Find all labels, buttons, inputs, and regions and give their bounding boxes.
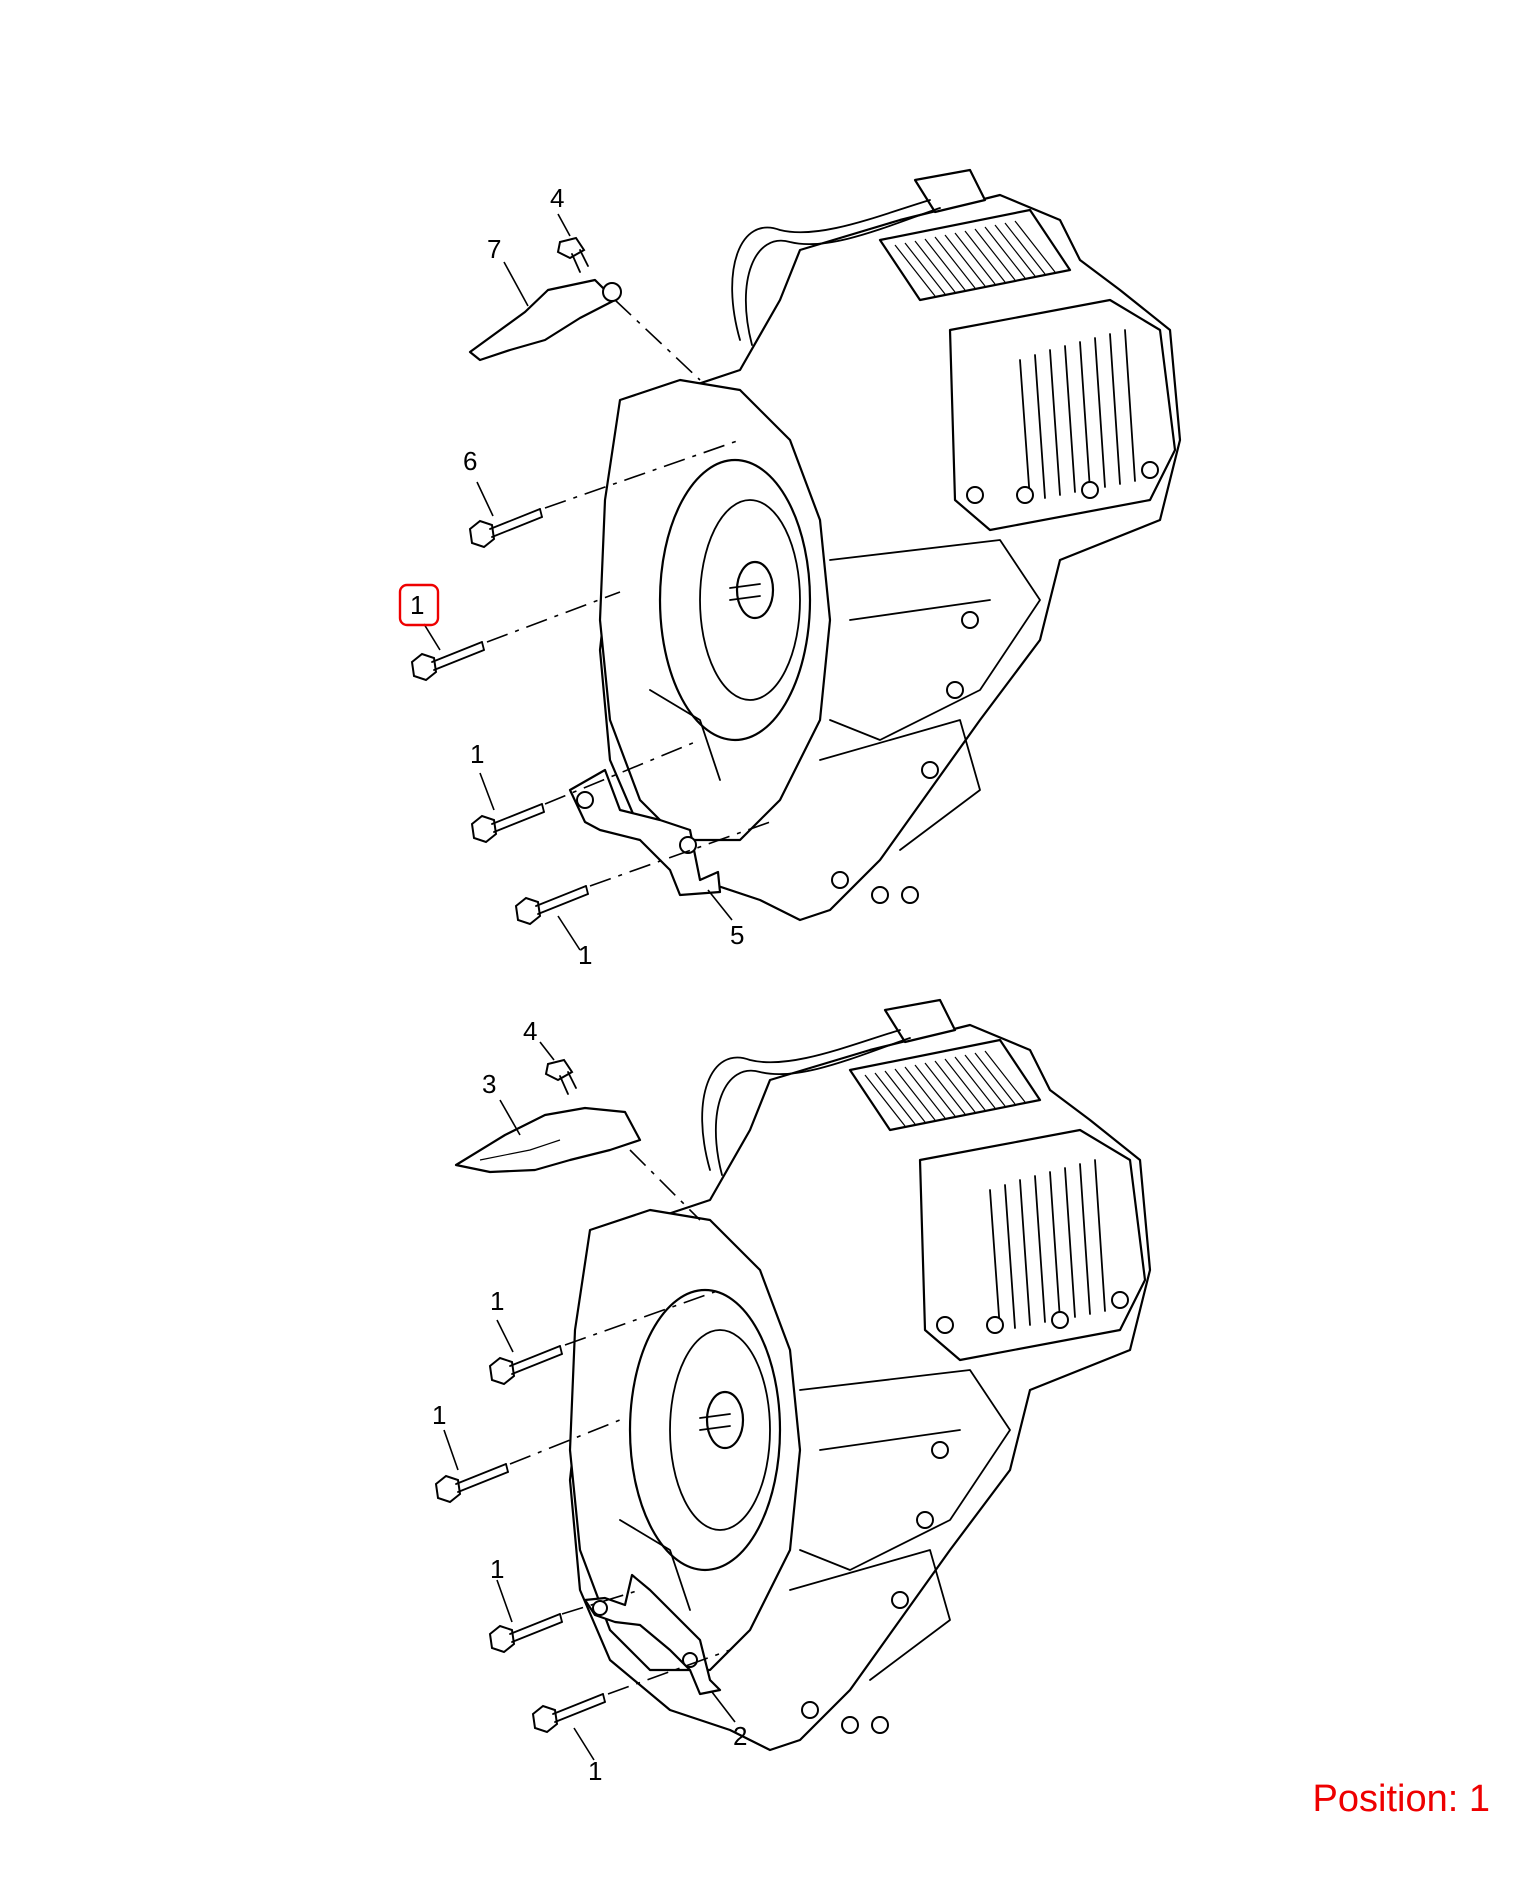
bottom-bolt-1-a xyxy=(489,1345,563,1385)
bottom-dash-bolt-1-a xyxy=(564,1289,721,1346)
bottom-dash-bolt-4 xyxy=(629,1149,701,1221)
bottom-callout-4[interactable]: 4 xyxy=(523,1016,537,1046)
top-dash-bolt-4 xyxy=(614,299,701,381)
bottom-callout-1-d[interactable]: 1 xyxy=(588,1756,602,1786)
top-bracket-7 xyxy=(468,278,617,362)
top-dash-bolt-6 xyxy=(544,439,741,509)
bottom-callout-2[interactable]: 2 xyxy=(733,1721,747,1751)
bottom-bolt-1-b xyxy=(435,1463,509,1503)
top-callout-5[interactable]: 5 xyxy=(730,920,744,950)
bottom-dash-bolt-1-c xyxy=(561,1589,641,1615)
bottom-bracket-3-detail xyxy=(479,1139,561,1161)
bottom-bracket-3 xyxy=(454,1106,642,1174)
bottom-callout-1-a[interactable]: 1 xyxy=(490,1286,504,1316)
top-bolt-1-a xyxy=(471,803,545,843)
top-dash-bolt-1-a xyxy=(544,739,701,805)
bottom-bracket-2-hole-2 xyxy=(592,1600,608,1616)
top-callout-1-b[interactable]: 1 xyxy=(578,940,592,970)
top-dash-bolt-1-b xyxy=(589,821,771,887)
top-callout-7[interactable]: 7 xyxy=(487,234,501,264)
bottom-callout-3[interactable]: 3 xyxy=(482,1069,496,1099)
top-transaxle-view: 4 7 6 1 1 1 5 xyxy=(398,168,1182,970)
top-bolt-4 xyxy=(556,236,589,273)
top-bolt-1-b xyxy=(515,885,589,925)
top-bracket-5 xyxy=(568,768,722,897)
top-callout-highlight-box xyxy=(398,583,440,627)
position-label: Position: 1 xyxy=(1312,1778,1490,1820)
top-bolt-6 xyxy=(469,508,543,548)
top-callout-1-a[interactable]: 1 xyxy=(470,739,484,769)
bottom-dash-bolt-1-b xyxy=(509,1419,621,1465)
top-bracket-5-hole-2 xyxy=(576,791,594,809)
top-bracket-5-hole xyxy=(679,836,697,854)
top-bolt-1-highlighted xyxy=(411,641,485,681)
top-callout-4[interactable]: 4 xyxy=(550,183,564,213)
top-callout-1-highlighted[interactable]: 1 xyxy=(410,590,424,620)
bottom-bolt-1-d xyxy=(532,1693,606,1733)
bottom-bolt-4 xyxy=(544,1058,577,1095)
bottom-transaxle-view: 4 3 1 1 1 1 2 xyxy=(432,998,1152,1786)
bottom-dash-bolt-1-d xyxy=(607,1649,731,1695)
top-transaxle-assembly xyxy=(598,168,1182,922)
bottom-callout-1-b[interactable]: 1 xyxy=(432,1400,446,1430)
bottom-bolt-1-c xyxy=(489,1613,563,1653)
top-bracket-7-hole xyxy=(602,282,622,302)
top-callout-6[interactable]: 6 xyxy=(463,446,477,476)
bottom-callout-1-c[interactable]: 1 xyxy=(490,1554,504,1584)
